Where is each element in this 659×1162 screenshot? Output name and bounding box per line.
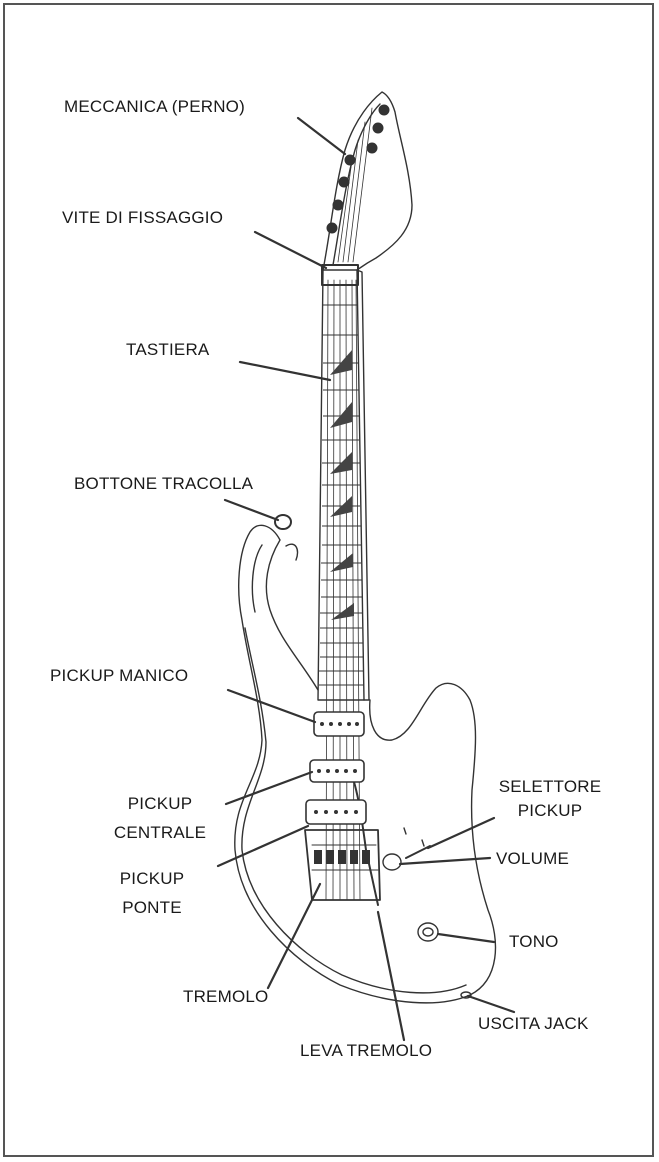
guitar-headstock <box>322 91 413 271</box>
tuner-peg <box>338 176 350 188</box>
leader-pickup-ponte <box>216 824 310 868</box>
fret-inlay <box>330 553 353 572</box>
tuner-peg <box>344 154 356 166</box>
label-pickup-centrale-line2: CENTRALE <box>113 823 207 842</box>
leader-leva-tremolo <box>376 910 406 1042</box>
label-vite-di-fissaggio: VITE DI FISSAGGIO <box>62 208 224 227</box>
leader-volume <box>398 856 492 866</box>
leader-selettore <box>426 816 496 850</box>
leader-tastiera <box>238 360 332 382</box>
label-pickup-ponte-line1: PICKUP <box>119 869 185 888</box>
guitar-strings <box>325 107 373 901</box>
tuner-peg <box>326 222 338 234</box>
leader-tremolo <box>266 882 322 990</box>
label-selettore-line2: PICKUP <box>517 801 583 820</box>
fret-inlay <box>330 402 352 428</box>
tuner-peg <box>332 199 344 211</box>
strap-button <box>274 514 292 530</box>
fret-inlay <box>331 603 354 620</box>
label-tastiera: TASTIERA <box>126 340 210 359</box>
label-bottone-tracolla: BOTTONE TRACOLLA <box>74 474 254 493</box>
guitar-nut <box>321 264 359 286</box>
tone-knob <box>417 922 439 942</box>
label-pickup-manico: PICKUP MANICO <box>50 666 189 685</box>
fret-inlay <box>330 496 352 517</box>
label-volume: VOLUME <box>496 849 569 868</box>
label-uscita-jack: USCITA JACK <box>478 1014 589 1033</box>
volume-knob <box>382 853 402 871</box>
output-jack <box>460 991 472 999</box>
label-meccanica: MECCANICA (PERNO) <box>64 97 245 116</box>
leader-bottone <box>223 498 280 522</box>
leader-vite <box>253 230 328 270</box>
tuner-peg <box>378 104 390 116</box>
guitar-body-edge <box>241 627 467 994</box>
label-selettore-line1: SELETTORE <box>498 777 602 796</box>
label-pickup-ponte-line2: PONTE <box>122 898 182 917</box>
label-leva-tremolo: LEVA TREMOLO <box>300 1041 433 1060</box>
guitar-body-edge-2 <box>251 543 299 613</box>
pickup-selector <box>405 845 431 859</box>
leader-pickup-centrale <box>224 770 314 806</box>
label-tono: TONO <box>509 932 559 951</box>
fret-inlay <box>330 350 352 375</box>
fret-inlay <box>330 452 352 474</box>
label-pickup-centrale-line1: PICKUP <box>127 794 193 813</box>
tuner-peg <box>366 142 378 154</box>
leader-uscita-jack <box>466 994 516 1014</box>
tuner-peg <box>372 122 384 134</box>
leader-tono <box>436 932 496 944</box>
label-tremolo: TREMOLO <box>183 987 269 1006</box>
leader-pickup-manico <box>226 688 317 724</box>
guitar-body-outline <box>234 524 497 1004</box>
guitar-bridge <box>304 829 381 901</box>
guitar-neck-side <box>356 269 370 701</box>
leader-meccanica <box>296 116 347 156</box>
